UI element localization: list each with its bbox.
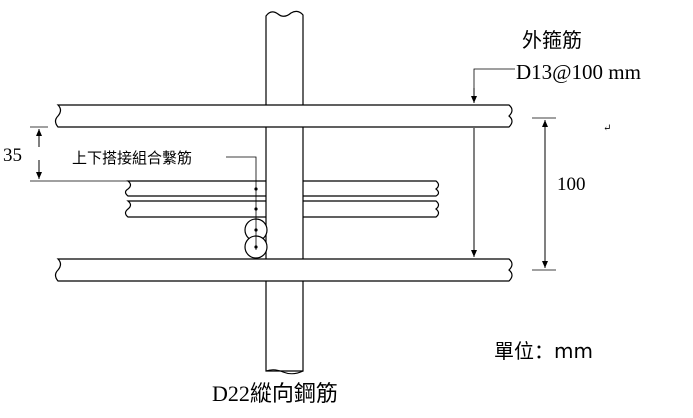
outer-hoop-spec: D13@100 mm	[516, 60, 641, 84]
dimension-35	[30, 126, 128, 182]
lap-tie-label: 上下搭接組合繫筋	[72, 149, 192, 167]
outer-hoop-title: 外箍筋	[522, 28, 582, 52]
return-mark: ↵	[603, 123, 611, 134]
spacing-35-label: 35	[3, 145, 22, 166]
outer-hoop-leader	[471, 68, 515, 257]
dimension-100	[532, 117, 556, 271]
spacing-100-label: 100	[557, 174, 586, 195]
d22-longitudinal-bar-label: D22縱向鋼筋	[212, 381, 338, 406]
outer-hoop-bar-top	[54, 104, 513, 128]
lap-tie-leader	[226, 156, 258, 250]
unit-label: 單位：mm	[494, 339, 593, 363]
d22-longitudinal-bar	[265, 10, 304, 375]
outer-hoop-bar-bottom	[54, 258, 513, 282]
